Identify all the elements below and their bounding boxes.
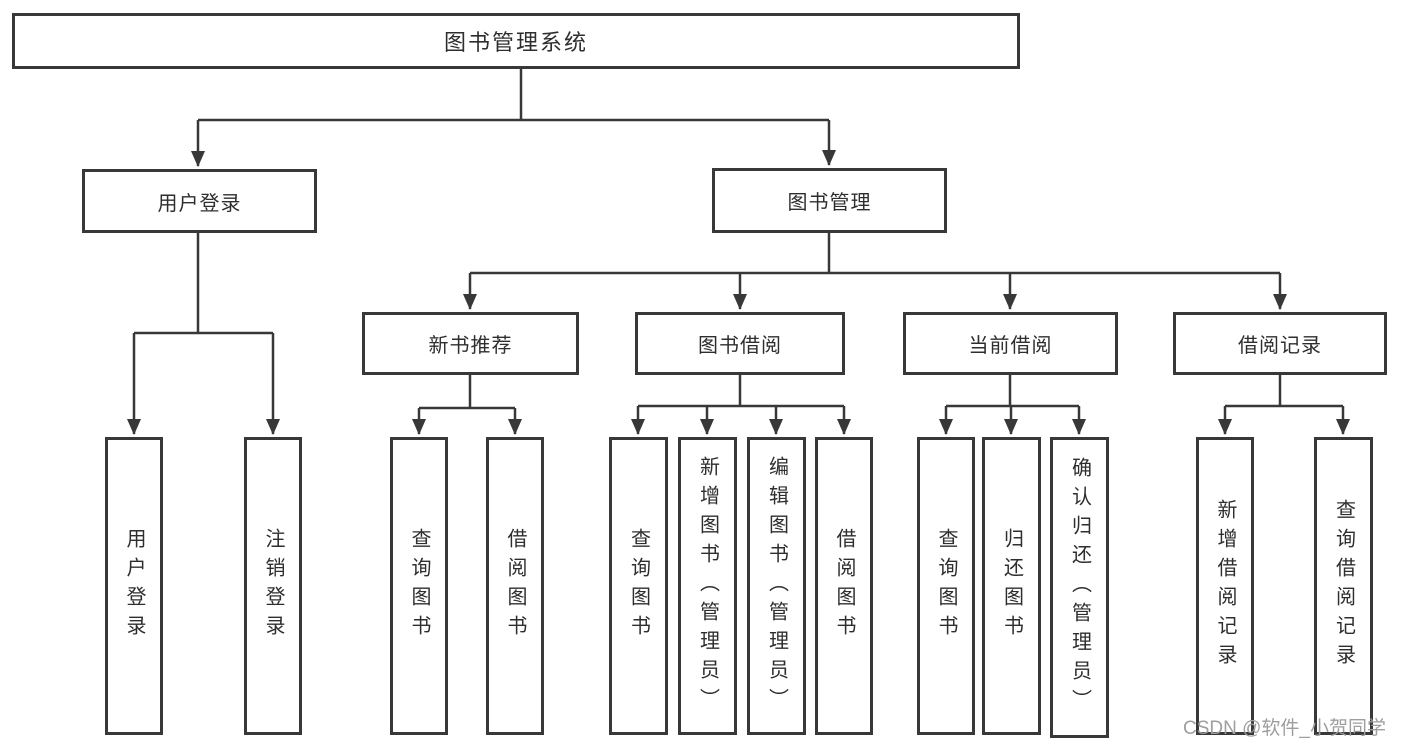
node-label: 借阅记录 — [1238, 335, 1322, 357]
leaf-borrow-book-recommend: 借阅图书 — [486, 437, 544, 735]
node-user-login: 用户登录 — [82, 169, 317, 233]
node-library-management-system: 图书管理系统 — [12, 13, 1020, 69]
leaf-query-book-current: 查询图书 — [917, 437, 975, 735]
node-current-borrow: 当前借阅 — [903, 312, 1118, 375]
csdn-watermark: CSDN @软件_小贺同学 — [1183, 718, 1386, 739]
leaf-return-book: 归还图书 — [982, 437, 1041, 735]
node-label: 查询图书 — [408, 528, 430, 644]
node-label: 确认归还（管理员） — [1068, 457, 1091, 718]
leaf-query-borrow-record: 查询借阅记录 — [1314, 437, 1373, 735]
node-label: 编辑图书（管理员） — [765, 455, 788, 717]
leaf-add-borrow-record: 新增借阅记录 — [1196, 437, 1254, 735]
node-label: 查询图书 — [627, 528, 650, 644]
leaf-logout: 注销登录 — [244, 437, 302, 735]
node-label: 新书推荐 — [428, 335, 513, 357]
node-book-borrow: 图书借阅 — [635, 312, 845, 375]
leaf-borrow-book: 借阅图书 — [815, 437, 873, 735]
node-label: 查询借阅记录 — [1332, 499, 1355, 673]
node-label: 借阅图书 — [833, 528, 855, 644]
leaf-user-login: 用户登录 — [105, 437, 163, 735]
node-label: 用户登录 — [123, 528, 145, 644]
leaf-query-book-borrow: 查询图书 — [609, 437, 668, 735]
node-label: 新增借阅记录 — [1214, 499, 1236, 673]
node-label: 归还图书 — [1000, 528, 1023, 644]
node-book-management: 图书管理 — [712, 168, 947, 233]
node-label: 图书管理 — [787, 192, 872, 214]
node-label: 当前借阅 — [968, 335, 1053, 357]
node-label: 用户登录 — [157, 192, 242, 215]
node-label: 图书借阅 — [698, 335, 782, 357]
node-label: 查询图书 — [935, 528, 957, 644]
node-new-book-recommend: 新书推荐 — [362, 312, 579, 375]
leaf-add-book-admin: 新增图书（管理员） — [678, 437, 737, 735]
node-label: 图书管理系统 — [443, 30, 588, 55]
node-label: 新增图书（管理员） — [696, 455, 719, 717]
node-borrow-records: 借阅记录 — [1173, 312, 1387, 375]
leaf-query-book-recommend: 查询图书 — [390, 437, 448, 735]
node-label: 借阅图书 — [504, 528, 526, 644]
node-label: 注销登录 — [262, 528, 284, 644]
leaf-edit-book-admin: 编辑图书（管理员） — [747, 437, 806, 735]
leaf-confirm-return-admin: 确认归还（管理员） — [1050, 437, 1109, 738]
